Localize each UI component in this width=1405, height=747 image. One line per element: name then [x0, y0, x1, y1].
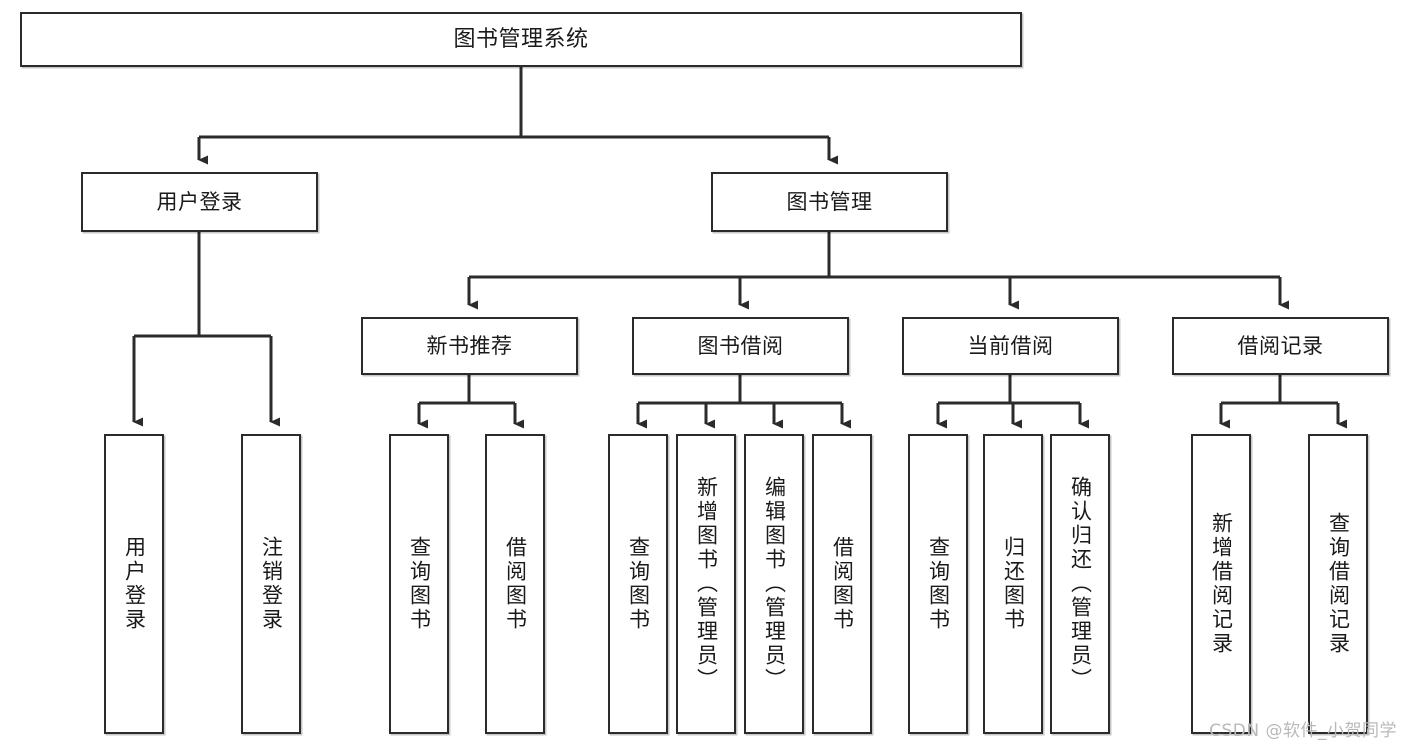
node-book-manage[interactable]: 图书管理	[711, 172, 948, 232]
node-leaf-cur-query[interactable]: 查询图书	[908, 434, 968, 734]
node-leaf-cur-confirm-label: 确认归还（管理员）	[1068, 476, 1093, 692]
node-root-label: 图书管理系统	[453, 26, 589, 52]
node-leaf-borrow-query[interactable]: 查询图书	[608, 434, 668, 734]
node-leaf-rec-query-label: 查询图书	[407, 536, 432, 632]
node-leaf-user-logout-label: 注销登录	[259, 536, 284, 632]
node-current-borrow-label: 当前借阅	[967, 333, 1054, 358]
node-leaf-user-logout[interactable]: 注销登录	[241, 434, 301, 734]
node-leaf-user-login-label: 用户登录	[122, 536, 147, 632]
node-leaf-rec-borrow[interactable]: 借阅图书	[485, 434, 545, 734]
node-book-borrow[interactable]: 图书借阅	[632, 317, 849, 375]
node-borrow-record[interactable]: 借阅记录	[1172, 317, 1389, 375]
node-book-manage-label: 图书管理	[786, 189, 873, 214]
node-leaf-cur-query-label: 查询图书	[926, 536, 951, 632]
node-leaf-borrow-lend-label: 借阅图书	[830, 536, 855, 632]
node-user-login-label: 用户登录	[156, 189, 243, 214]
node-leaf-rec-query[interactable]: 查询图书	[389, 434, 449, 734]
node-leaf-borrow-edit[interactable]: 编辑图书（管理员）	[744, 434, 804, 734]
node-leaf-cur-return-label: 归还图书	[1001, 536, 1026, 632]
node-new-book-rec[interactable]: 新书推荐	[361, 317, 578, 375]
node-leaf-record-add[interactable]: 新增借阅记录	[1191, 434, 1251, 734]
node-leaf-borrow-add-label: 新增图书（管理员）	[694, 476, 719, 692]
node-leaf-rec-borrow-label: 借阅图书	[503, 536, 528, 632]
node-leaf-borrow-query-label: 查询图书	[626, 536, 651, 632]
node-borrow-record-label: 借阅记录	[1237, 333, 1324, 358]
node-leaf-record-query[interactable]: 查询借阅记录	[1308, 434, 1368, 734]
node-leaf-cur-return[interactable]: 归还图书	[983, 434, 1043, 734]
node-new-book-rec-label: 新书推荐	[426, 333, 513, 358]
node-leaf-record-query-label: 查询借阅记录	[1326, 512, 1351, 656]
node-leaf-cur-confirm[interactable]: 确认归还（管理员）	[1050, 434, 1110, 734]
node-leaf-borrow-add[interactable]: 新增图书（管理员）	[676, 434, 736, 734]
node-user-login[interactable]: 用户登录	[81, 172, 318, 232]
csdn-watermark: CSDN @软件_小贺同学	[1209, 721, 1397, 741]
node-leaf-borrow-lend[interactable]: 借阅图书	[812, 434, 872, 734]
node-current-borrow[interactable]: 当前借阅	[902, 317, 1119, 375]
node-leaf-record-add-label: 新增借阅记录	[1209, 512, 1234, 656]
node-leaf-user-login[interactable]: 用户登录	[104, 434, 164, 734]
node-root[interactable]: 图书管理系统	[20, 12, 1022, 67]
node-book-borrow-label: 图书借阅	[697, 333, 784, 358]
node-leaf-borrow-edit-label: 编辑图书（管理员）	[762, 476, 787, 692]
